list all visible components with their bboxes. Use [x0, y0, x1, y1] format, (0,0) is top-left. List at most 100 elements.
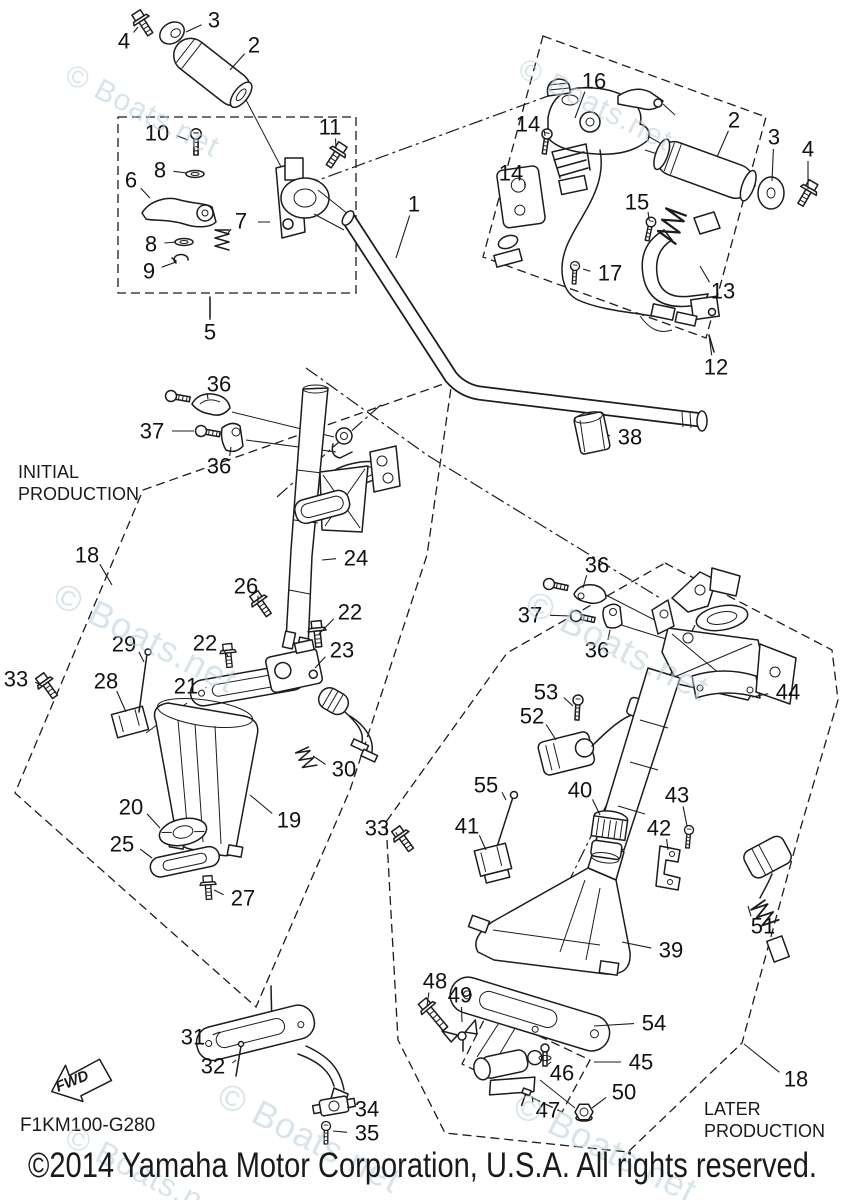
part-number-label: 8 — [154, 158, 166, 183]
clamp-half — [602, 603, 623, 629]
part-number-label: 15 — [625, 190, 649, 215]
sensor-52 — [537, 731, 596, 776]
part-number-label: 17 — [598, 261, 622, 286]
part-number-label: 22 — [193, 631, 217, 656]
part-number-label: 8 — [145, 232, 157, 257]
bolt-46 — [538, 1043, 552, 1067]
bolt — [568, 608, 597, 627]
part-number-label: 34 — [355, 1097, 379, 1122]
steering-column-39 — [467, 667, 681, 976]
part-number-label: 51 — [751, 914, 775, 939]
part-number-label: 42 — [647, 816, 671, 841]
screw — [568, 260, 581, 285]
clamp-perch — [335, 427, 353, 445]
bolt — [198, 874, 218, 901]
part-number-label: 18 — [75, 543, 99, 568]
lever-45 — [473, 1049, 543, 1096]
leader-line — [164, 241, 177, 244]
part-number-label: 1 — [408, 192, 420, 217]
part-number-label: 35 — [355, 1121, 379, 1146]
pin-55 — [494, 796, 514, 854]
acorn-nut — [546, 78, 571, 97]
leader-line — [743, 1043, 780, 1073]
part-number-label: 40 — [568, 778, 592, 803]
diagram-text-label: PRODUCTION — [18, 484, 139, 504]
part-number-label: 13 — [711, 279, 735, 304]
plate-31 — [195, 1004, 316, 1062]
strap-arm — [297, 1045, 345, 1091]
connector-51 — [743, 835, 792, 963]
ear-bracket — [369, 445, 401, 493]
lever-group-5 — [141, 127, 352, 264]
bushing-40 — [590, 810, 629, 864]
leader-line — [478, 835, 487, 851]
leader-line — [647, 211, 650, 221]
part-number-label: 4 — [802, 137, 814, 162]
part-number-label: 44 — [776, 680, 800, 705]
part-number-label: 55 — [474, 773, 498, 798]
leader-line — [133, 26, 139, 33]
bolt — [127, 6, 159, 40]
part-number-label: 22 — [338, 600, 362, 625]
part-number-label: 50 — [612, 1080, 636, 1105]
part-number-label: 48 — [423, 969, 447, 994]
leader-line — [318, 618, 335, 635]
leader-line — [146, 813, 161, 829]
bracket-41 — [473, 842, 513, 884]
screw — [682, 824, 695, 849]
leader-line — [708, 334, 713, 356]
leader-line — [607, 629, 611, 641]
leader-line — [582, 268, 591, 272]
leader-line — [574, 91, 586, 119]
leader-line — [593, 1023, 635, 1027]
part-number-label: 18 — [784, 1067, 808, 1092]
cone-housing-19 — [31, 648, 259, 901]
part-number-label: 32 — [201, 1054, 225, 1079]
leader-line — [35, 681, 43, 687]
disc-20 — [158, 817, 208, 847]
part-number-label: 3 — [208, 8, 220, 33]
leader-line — [213, 889, 224, 896]
leader-line — [621, 941, 652, 949]
grip-right-group — [653, 138, 823, 210]
leader-line — [334, 138, 337, 149]
leader-line — [549, 614, 573, 617]
switch-body — [496, 165, 546, 229]
part-number-label: 20 — [119, 795, 143, 820]
leader-line — [460, 1006, 463, 1023]
leader-line — [592, 799, 601, 816]
part-number-label: 4 — [118, 29, 130, 54]
part-number-label: 28 — [94, 669, 118, 694]
part-number-label: 46 — [550, 1061, 574, 1086]
part-number-label: 31 — [181, 1025, 205, 1050]
text-labels: INITIALPRODUCTIONLATERPRODUCTIONFWDF1KM1… — [18, 462, 825, 1141]
bolt — [31, 669, 64, 703]
leader-line — [116, 690, 127, 713]
part-number-label: 54 — [642, 1011, 666, 1036]
leader-line — [563, 697, 574, 707]
plate-25 — [149, 845, 220, 878]
leader-line — [346, 1106, 350, 1109]
leader-line — [426, 992, 430, 1007]
part-number-label: 5 — [204, 320, 216, 345]
upper-mount-44 — [651, 567, 797, 705]
bolt — [163, 388, 192, 406]
bolt — [193, 423, 222, 441]
clamp-34 — [311, 1095, 357, 1117]
screw — [189, 127, 203, 156]
part-number-label: 53 — [534, 680, 558, 705]
leader-line — [395, 215, 411, 259]
bolt — [541, 576, 570, 595]
leader-line — [185, 24, 202, 33]
tilt-lever-group — [417, 997, 594, 1122]
handlebar-grip — [653, 138, 757, 202]
part-number-label: 24 — [344, 546, 368, 571]
part-number-label: 19 — [277, 808, 301, 833]
leader-line — [229, 53, 246, 71]
part-number-label: 41 — [455, 814, 479, 839]
leader-line — [176, 135, 189, 141]
initial-clamp-group — [163, 388, 244, 453]
leader-line — [682, 806, 688, 827]
